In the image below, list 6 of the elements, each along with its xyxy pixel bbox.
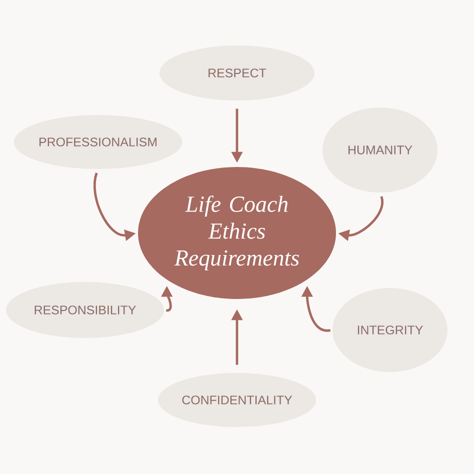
- term-bubble: HUMANITY: [322, 108, 438, 192]
- term-bubble: RESPONSIBILITY: [6, 282, 164, 338]
- term-bubble: PROFESSIONALISM: [14, 115, 182, 169]
- term-bubble: RESPECT: [160, 46, 314, 100]
- term-bubble: CONFIDENTIALITY: [158, 373, 316, 427]
- term-bubble: INTEGRITY: [332, 288, 448, 372]
